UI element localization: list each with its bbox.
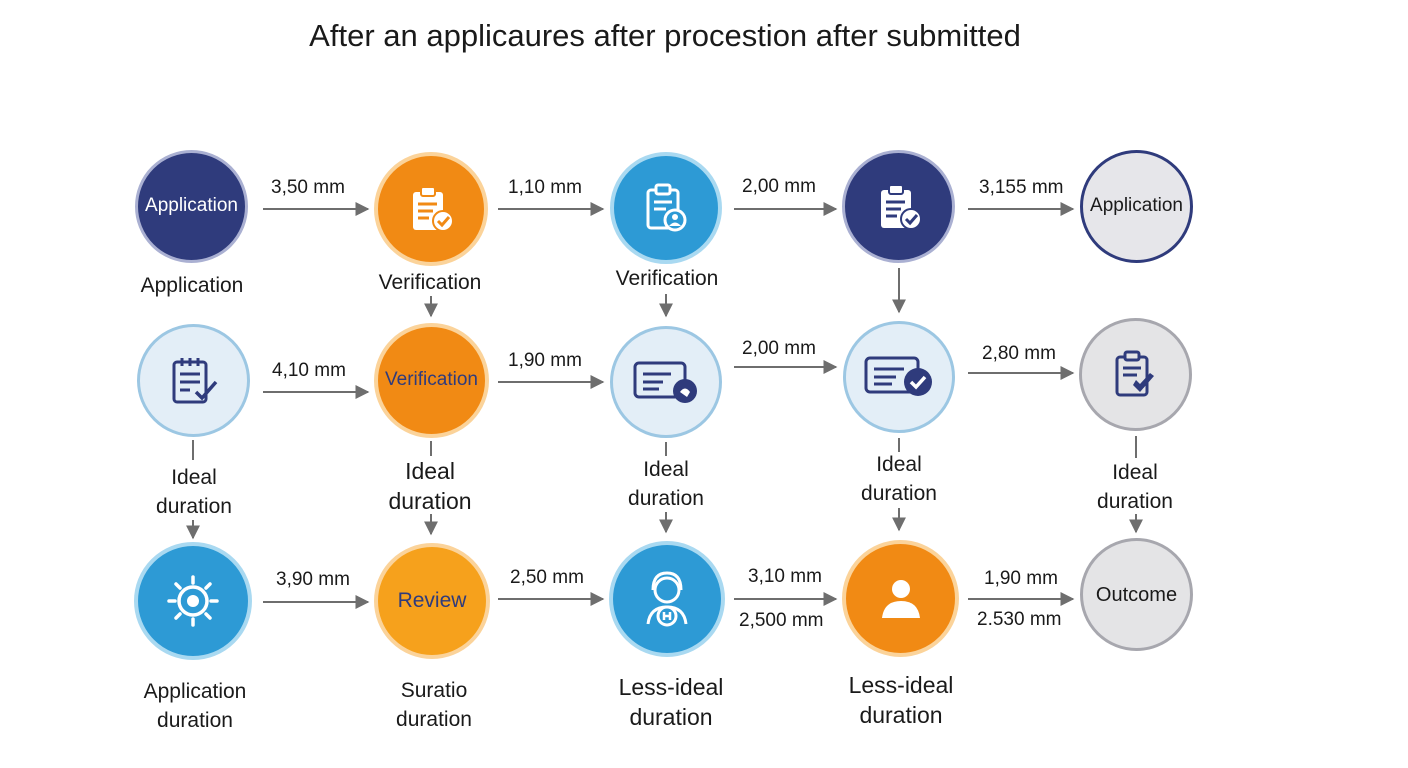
node-r3-c1 bbox=[134, 542, 252, 660]
node-r3-c2-text: Review bbox=[397, 589, 467, 613]
label-r1-c3: Verification bbox=[615, 267, 719, 290]
edge-r2-4: 2,80 mm bbox=[982, 343, 1056, 364]
node-r3-c2: Review bbox=[374, 543, 490, 659]
node-r1-c5-text: Application bbox=[1090, 195, 1183, 217]
id-card-check-icon bbox=[864, 354, 934, 400]
edge-r3-3-below: 2,500 mm bbox=[739, 610, 824, 631]
edge-r3-1: 3,90 mm bbox=[276, 569, 350, 590]
document-check-icon bbox=[1111, 349, 1161, 401]
label-r2-c1: Ideal duration bbox=[156, 466, 232, 518]
label-r2-c2: Ideal duration bbox=[388, 458, 472, 514]
clipboard-user-icon bbox=[642, 182, 690, 234]
label-r3-c1: Application duration bbox=[143, 680, 247, 732]
edge-r3-2: 2,50 mm bbox=[510, 567, 584, 588]
label-r2-c3: Ideal duration bbox=[628, 458, 704, 510]
label-r1-c2: Verification bbox=[378, 271, 482, 294]
label-r1-c1: Application bbox=[140, 274, 244, 297]
checklist-icon bbox=[168, 354, 220, 408]
node-r2-c4 bbox=[843, 321, 955, 433]
node-r3-c4 bbox=[842, 540, 959, 657]
edge-r2-3: 2,00 mm bbox=[742, 338, 816, 359]
node-r1-c3 bbox=[610, 152, 722, 264]
node-r2-c2: Verification bbox=[374, 323, 489, 438]
edge-r2-2: 1,90 mm bbox=[508, 350, 582, 371]
label-r3-c4: Less-ideal duration bbox=[848, 672, 954, 728]
node-r3-c5: Outcome bbox=[1080, 538, 1193, 651]
node-r2-c1 bbox=[137, 324, 250, 437]
node-r2-c5 bbox=[1079, 318, 1192, 431]
node-r1-c1-text: Application bbox=[145, 195, 238, 217]
node-r2-c3 bbox=[610, 326, 722, 438]
label-r3-c2: Suratio duration bbox=[396, 679, 472, 731]
edge-r3-3: 3,10 mm bbox=[748, 566, 822, 587]
label-r3-c3: Less-ideal duration bbox=[618, 674, 724, 730]
edge-r3-4: 1,90 mm bbox=[984, 568, 1058, 589]
node-r3-c5-text: Outcome bbox=[1095, 583, 1178, 606]
node-r3-c3 bbox=[609, 541, 725, 657]
node-r1-c2 bbox=[374, 152, 488, 266]
edge-r3-4-below: 2.530 mm bbox=[977, 609, 1062, 630]
support-agent-icon bbox=[640, 570, 694, 628]
edge-r2-1: 4,10 mm bbox=[272, 360, 346, 381]
clipboard-check-icon bbox=[875, 182, 923, 232]
gear-icon bbox=[165, 573, 221, 629]
edge-r1-2: 1,10 mm bbox=[508, 177, 582, 198]
clipboard-check-icon bbox=[407, 184, 455, 234]
node-r2-c2-text: Verification bbox=[385, 369, 478, 391]
user-icon bbox=[878, 578, 924, 620]
edge-r1-1: 3,50 mm bbox=[271, 177, 345, 198]
diagram-title: After an applicaures after procestion af… bbox=[309, 18, 1021, 53]
id-card-chat-icon bbox=[633, 359, 699, 405]
node-r1-c1: Application bbox=[135, 150, 248, 263]
label-r2-c5: Ideal duration bbox=[1097, 461, 1173, 513]
label-r2-c4: Ideal duration bbox=[861, 453, 937, 505]
edge-r1-3: 2,00 mm bbox=[742, 176, 816, 197]
node-r1-c4 bbox=[842, 150, 955, 263]
node-r1-c5: Application bbox=[1080, 150, 1193, 263]
edge-r1-4: 3,155 mm bbox=[979, 177, 1064, 198]
